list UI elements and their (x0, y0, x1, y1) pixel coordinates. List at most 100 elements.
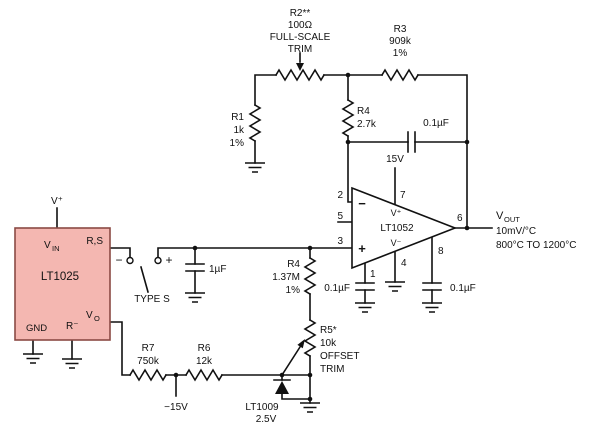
resistor-r7 (128, 368, 168, 382)
ground-symbol-clamp-right (421, 302, 443, 313)
junction-dot (464, 139, 470, 145)
thermocouple-minus-sign: − (115, 253, 122, 267)
r2-wiper-arrowhead (296, 63, 304, 71)
opamp-pin4-label: 4 (401, 258, 407, 269)
ground-symbol-reference (299, 402, 321, 413)
chip-vin-pin-label-sub: IN (52, 244, 60, 253)
output-range-label: 800°C TO 1200°C (496, 240, 576, 251)
junction-dot (307, 372, 313, 378)
opamp-pin3-label: 3 (337, 236, 343, 247)
r5-note1-label: OFFSET (320, 351, 359, 362)
chip-rs-pin-label: R,S (86, 236, 103, 247)
capacitor-clamp-right-plates (422, 282, 442, 291)
resistor-r4-top (341, 98, 355, 138)
r4-input-value-label: 1.37M (272, 272, 300, 283)
r5-name-label: R5* (320, 325, 337, 336)
clamp-cap-right-label: 0.1µF (450, 283, 476, 294)
negative-supply-label: −15V (164, 402, 188, 413)
r4-input-name-label: R4 (287, 259, 300, 270)
ground-symbol-rminus-pin (61, 358, 83, 369)
junction-dot (173, 372, 179, 378)
positive-supply-label: 15V (386, 154, 404, 165)
opamp-pin6-label: 6 (457, 213, 463, 224)
junction-dot (345, 72, 351, 78)
ground-symbol-1uF (184, 292, 206, 303)
vout-label-sub: OUT (504, 215, 520, 224)
opamp-triangle (351, 186, 458, 270)
reference-value-label: 2.5V (256, 414, 277, 425)
junction-dot (279, 372, 285, 378)
opamp-pin7-label: 7 (400, 190, 406, 201)
opamp-inverting-input-sign: − (358, 196, 366, 211)
thermocouple-type-label: TYPE S (134, 294, 170, 305)
r5-wiper-arrowhead (297, 339, 305, 349)
r3-tol-label: 1% (393, 48, 408, 59)
junction-dot (307, 245, 313, 251)
r3-value-label: 909k (389, 36, 412, 47)
chip-part-label: LT1025 (41, 271, 79, 283)
chip-vo-pin-label-base: V (86, 310, 93, 321)
thermocouple-terminal-plus (154, 256, 162, 265)
lt1025-chip-body (14, 227, 111, 341)
r4-top-name-label: R4 (357, 106, 370, 117)
opamp-vplus-label: V⁺ (391, 208, 402, 218)
resistor-r5-trimpot (303, 318, 317, 358)
chip-gnd-pin-label: GND (26, 323, 47, 334)
r5-value-label: 10k (320, 338, 337, 349)
r4-input-tol-label: 1% (286, 285, 301, 296)
vout-label-base: V (496, 210, 504, 222)
ground-symbol-gnd-pin (22, 353, 44, 364)
chip-vplus-pin-label: V⁺ (51, 196, 63, 207)
resistor-r2-trimpot (274, 68, 326, 82)
r3-name-label: R3 (394, 24, 407, 35)
opamp-pin5-label: 5 (337, 211, 343, 222)
r2-value-label: 100Ω (288, 20, 313, 31)
opamp-pin8-label: 8 (438, 246, 444, 257)
opamp-vminus-label: V⁻ (391, 238, 402, 248)
resistor-r1 (248, 103, 262, 143)
opamp-part-label: LT1052 (380, 223, 414, 234)
junction-dot (307, 396, 313, 402)
r1-value-label: 1k (233, 125, 245, 136)
r1-name-label: R1 (231, 112, 244, 123)
wire-network (32, 74, 493, 404)
chip-rminus-pin-label: R⁻ (66, 321, 79, 332)
r2-name-label: R2** (290, 8, 311, 19)
opamp-pin2-label: 2 (337, 190, 343, 201)
ground-symbol-clamp-left (354, 302, 376, 313)
thermocouple-terminal-minus (126, 256, 134, 265)
reference-part-label: LT1009 (245, 402, 279, 413)
junction-dot (464, 225, 470, 231)
input-cap-label: 1µF (209, 264, 226, 275)
r4-top-value-label: 2.7k (357, 119, 377, 130)
lt1009-diode-triangle (275, 381, 289, 394)
output-scale-label: 10mV/°C (496, 226, 536, 237)
r1-tol-label: 1% (230, 138, 245, 149)
ground-symbol-r1 (244, 162, 266, 173)
ground-symbol-vminus (384, 281, 406, 292)
resistor-r6 (184, 368, 224, 382)
resistor-r4-input (303, 256, 317, 296)
feedback-cap-label: 0.1µF (423, 118, 449, 129)
r7-name-label: R7 (142, 343, 155, 354)
chip-vin-pin-label-base: V (44, 240, 51, 251)
junction-dot (192, 245, 198, 251)
opamp-pin1-label: 1 (370, 269, 376, 280)
opamp-noninverting-input-sign: + (358, 241, 366, 256)
r7-value-label: 750k (137, 356, 160, 367)
r2-note1-label: FULL-SCALE (270, 32, 331, 43)
r6-name-label: R6 (198, 343, 211, 354)
r2-note2-label: TRIM (288, 44, 312, 55)
chip-vo-pin-label-sub: O (94, 314, 100, 323)
thermocouple-plus-sign: + (165, 253, 172, 267)
resistor-r3 (380, 68, 420, 82)
capacitor-1uF-plates (185, 263, 205, 272)
junction-dots (173, 72, 470, 402)
r6-value-label: 12k (196, 356, 213, 367)
r5-note2-label: TRIM (320, 364, 344, 375)
capacitor-feedback-plates (407, 131, 416, 153)
clamp-cap-left-label: 0.1µF (324, 283, 350, 294)
capacitor-clamp-left-plates (355, 282, 375, 291)
